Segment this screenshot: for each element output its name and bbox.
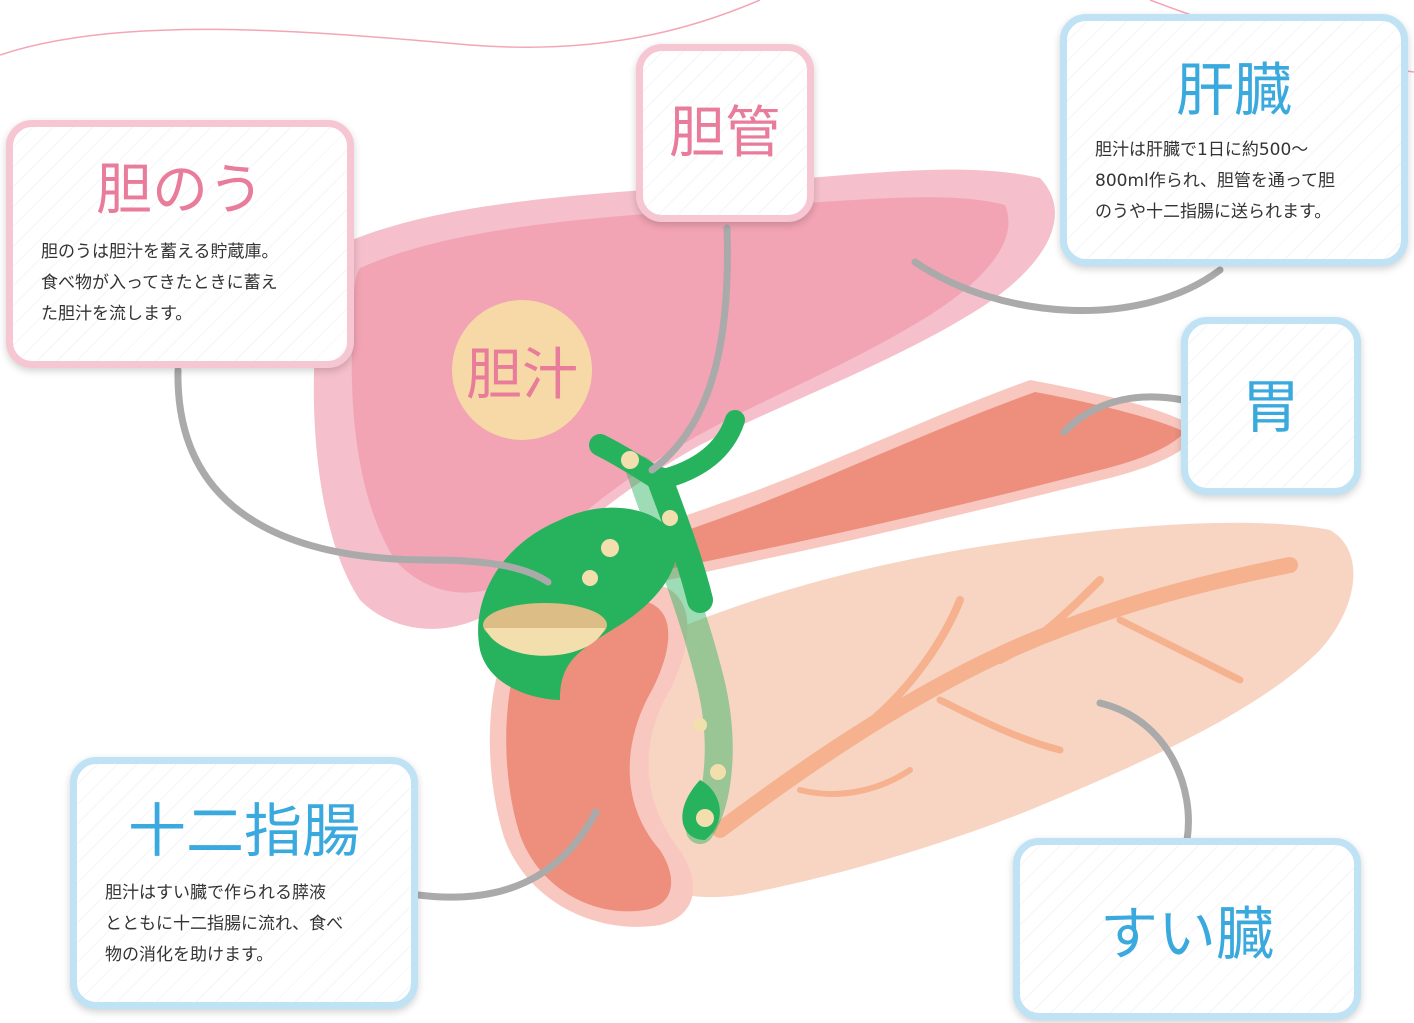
gallbladder-card: 胆のう 胆のうは胆汁を蓄える貯蔵庫。 食べ物が入ってきたときに蓄え た胆汁を流し… bbox=[6, 120, 354, 368]
liver-description: 胆汁は肝臓で1日に約500〜 800ml作られ、胆管を通って胆 のうや十二指腸に… bbox=[1095, 135, 1401, 228]
liver-title: 肝臓 bbox=[1067, 61, 1401, 119]
gallbladder-title: 胆のう bbox=[13, 163, 347, 219]
stomach-card: 胃 bbox=[1181, 317, 1361, 495]
bile-duct-card: 胆管 bbox=[636, 44, 814, 222]
decorative-top-curve bbox=[0, 0, 760, 55]
duodenum-description: 胆汁はすい臓で作られる膵液 とともに十二指腸に流れ、食べ 物の消化を助けます。 bbox=[105, 878, 411, 971]
bile-duct-title: 胆管 bbox=[643, 106, 807, 162]
duodenum-title: 十二指腸 bbox=[77, 802, 411, 860]
duodenum-card: 十二指腸 胆汁はすい臓で作られる膵液 とともに十二指腸に流れ、食べ 物の消化を助… bbox=[70, 757, 418, 1009]
liver-card: 肝臓 胆汁は肝臓で1日に約500〜 800ml作られ、胆管を通って胆 のうや十二… bbox=[1060, 14, 1408, 266]
pancreas-card: すい臓 bbox=[1013, 838, 1361, 1020]
stomach-title: 胃 bbox=[1188, 378, 1354, 436]
bile-label: 胆汁 bbox=[466, 343, 578, 408]
gallbladder-description: 胆のうは胆汁を蓄える貯蔵庫。 食べ物が入ってきたときに蓄え た胆汁を流します。 bbox=[41, 237, 347, 330]
pancreas-title: すい臓 bbox=[1020, 905, 1354, 963]
